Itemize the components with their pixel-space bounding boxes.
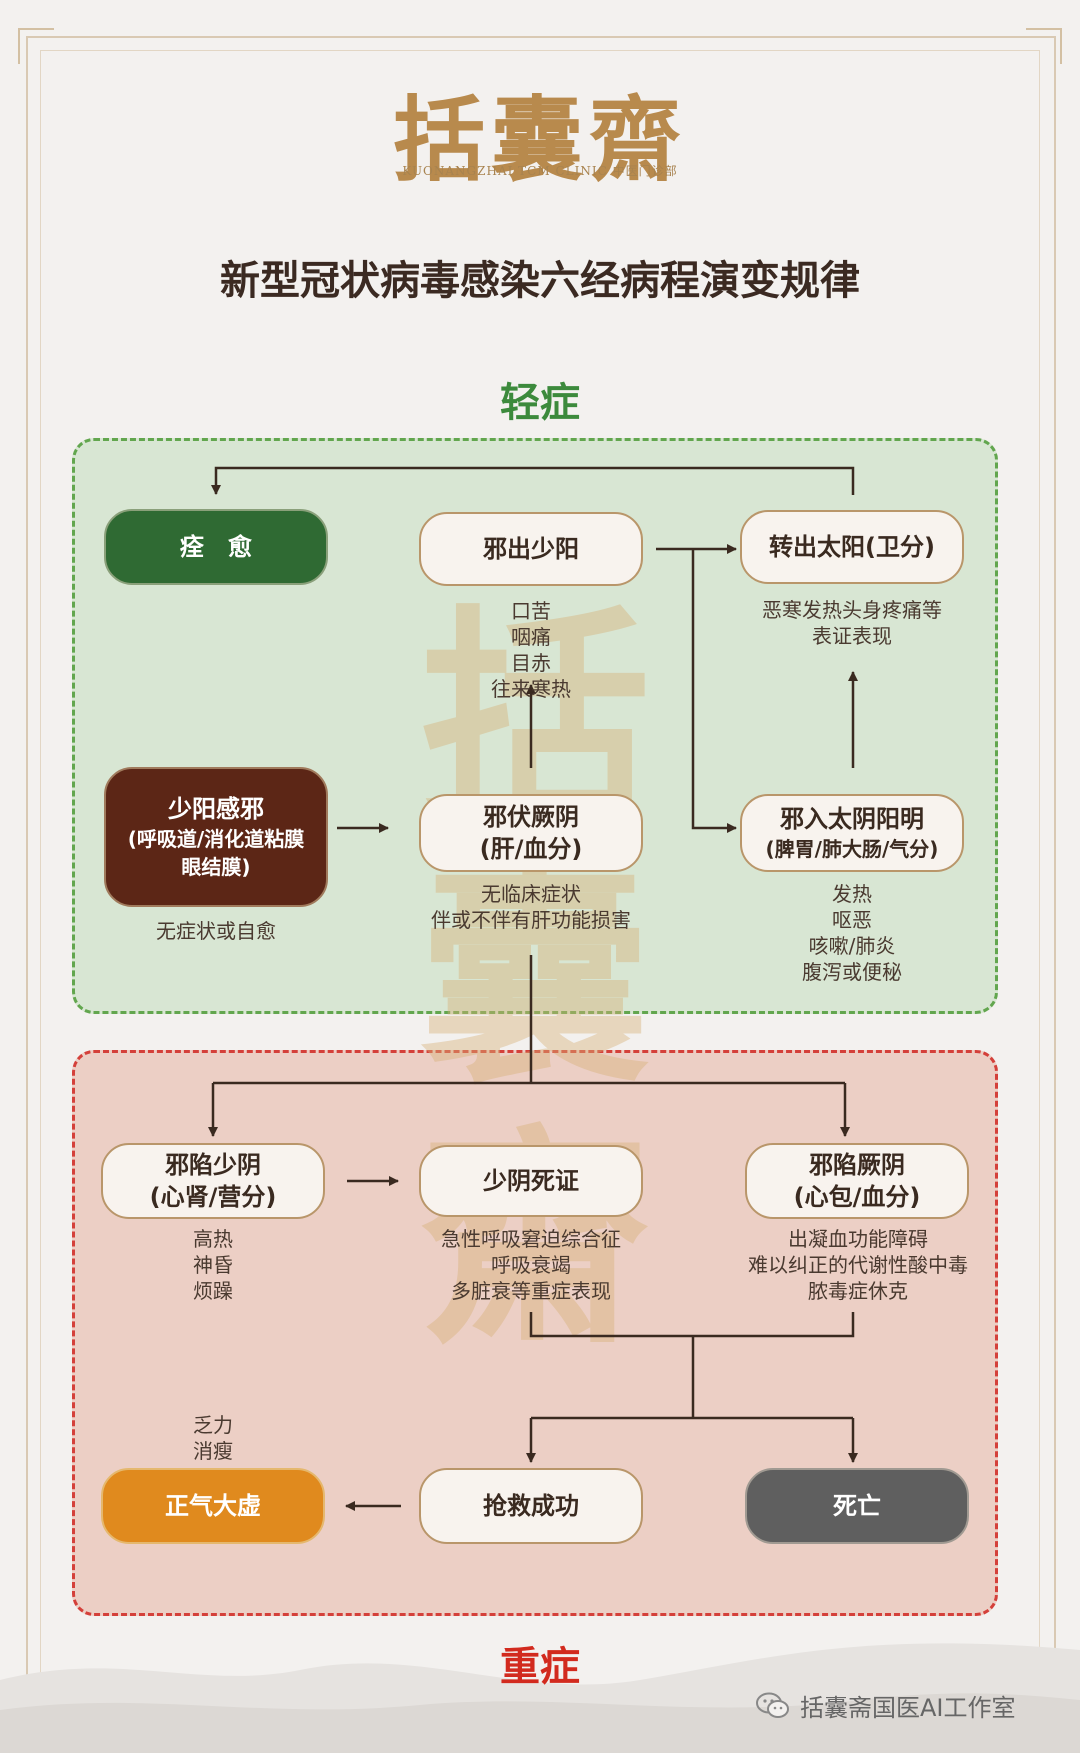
arrow-deathsign-merge	[529, 1312, 855, 1338]
desc-line: 目赤	[511, 651, 551, 675]
node-shaoyang-out: 邪出少阳	[419, 512, 643, 586]
desc-line: 呼吸衰竭	[491, 1253, 571, 1277]
desc-taiyin-yangming: 发热 呕恶 咳嗽/肺炎 腹泻或便秘	[762, 881, 942, 985]
node-jueyin-trap: 邪陷厥阴 (心包/血分)	[745, 1143, 969, 1219]
node-shaoyin-death-sign: 少阴死证	[419, 1145, 643, 1217]
node-jueyin-latent-line1: 邪伏厥阴	[483, 803, 579, 831]
desc-line: 乏力	[193, 1413, 233, 1437]
desc-line: 呕恶	[832, 908, 872, 932]
desc-line: 往来寒热	[491, 677, 571, 701]
node-death: 死亡	[745, 1468, 969, 1544]
node-taiyang-out: 转出太阳(卫分)	[740, 510, 964, 584]
desc-line: 无症状或自愈	[156, 919, 276, 943]
desc-line: 难以纠正的代谢性酸中毒	[748, 1253, 968, 1277]
node-taiyin-yangming-line1: 邪入太阴阳明	[780, 805, 924, 833]
desc-line: 脓毒症休克	[808, 1279, 908, 1303]
node-shaoyang-infection-line3: 眼结膜)	[181, 855, 251, 879]
desc-line: 多脏衰等重症表现	[451, 1279, 611, 1303]
node-shaoyin-death-sign-label: 少阴死证	[483, 1167, 579, 1195]
frame-corner-top-left	[18, 28, 54, 64]
node-shaoyang-infection-line2: (呼吸道/消化道粘膜	[127, 827, 305, 851]
desc-line: 咳嗽/肺炎	[808, 934, 896, 958]
frame-corner-top-right	[1026, 28, 1062, 64]
desc-shaoyin-death-sign: 急性呼吸窘迫综合征 呼吸衰竭 多脏衰等重症表现	[411, 1226, 651, 1304]
node-death-label: 死亡	[833, 1492, 881, 1520]
node-shaoyang-infection-line1: 少阳感邪	[168, 795, 264, 823]
node-shaoyin-trap: 邪陷少阴 (心肾/营分)	[101, 1143, 325, 1219]
desc-jueyin-trap: 出凝血功能障碍 难以纠正的代谢性酸中毒 脓毒症休克	[723, 1226, 993, 1304]
node-qi-deficiency: 正气大虚	[101, 1468, 325, 1544]
desc-shaoyang-infection: 无症状或自愈	[116, 918, 316, 944]
desc-line: 无临床症状	[481, 882, 581, 906]
desc-line: 神昏	[193, 1253, 233, 1277]
desc-line: 口苦	[511, 599, 551, 623]
desc-line: 伴或不伴有肝功能损害	[431, 908, 631, 932]
node-jueyin-latent-line2: (肝/血分)	[479, 835, 583, 863]
node-shaoyin-trap-line1: 邪陷少阴	[165, 1151, 261, 1179]
desc-line: 腹泻或便秘	[802, 960, 902, 984]
footer-account: 括囊斋国医AI工作室	[756, 1688, 1016, 1723]
desc-line: 恶寒发热头身疼痛等	[762, 598, 942, 622]
node-jueyin-latent: 邪伏厥阴 (肝/血分)	[419, 794, 643, 872]
desc-jueyin-latent: 无临床症状 伴或不伴有肝功能损害	[406, 881, 656, 933]
wechat-icon	[756, 1692, 790, 1720]
section-label-mild: 轻症	[500, 380, 580, 426]
node-jueyin-trap-line1: 邪陷厥阴	[809, 1151, 905, 1179]
desc-shaoyang-out: 口苦 咽痛 目赤 往来寒热	[441, 598, 621, 702]
node-shaoyin-trap-line2: (心肾/营分)	[149, 1183, 277, 1211]
mountain-decoration	[0, 1643, 1080, 1753]
section-label-severe: 重症	[500, 1644, 580, 1690]
node-shaoyang-infection: 少阳感邪 (呼吸道/消化道粘膜 眼结膜)	[104, 767, 328, 907]
desc-line: 消瘦	[193, 1439, 233, 1463]
node-taiyang-out-label: 转出太阳(卫分)	[769, 533, 935, 561]
desc-line: 急性呼吸窘迫综合征	[441, 1227, 621, 1251]
arrow-taiyang-to-recovery	[211, 466, 855, 495]
desc-line: 咽痛	[511, 625, 551, 649]
desc-line: 烦躁	[193, 1279, 233, 1303]
node-recovery: 痊 愈	[104, 509, 328, 585]
desc-taiyang-out: 恶寒发热头身疼痛等 表证表现	[732, 597, 972, 649]
brand-subtitle: KUONANGZHAI TCM CLINIC 中医门诊部	[402, 164, 678, 178]
node-taiyin-yangming-line2: (脾胃/肺大肠/气分)	[765, 837, 939, 861]
node-rescue-success-label: 抢救成功	[483, 1492, 579, 1520]
desc-line: 发热	[832, 882, 872, 906]
desc-line: 表证表现	[812, 624, 892, 648]
arrow-branch-to-taiyin	[691, 549, 737, 833]
node-qi-deficiency-label: 正气大虚	[165, 1492, 261, 1520]
desc-qi-deficiency: 乏力 消瘦	[143, 1412, 283, 1464]
footer-account-name: 括囊斋国医AI工作室	[800, 1694, 1016, 1722]
brand-logo: 括囊齋	[392, 86, 687, 194]
node-taiyin-yangming: 邪入太阴阳明 (脾胃/肺大肠/气分)	[740, 794, 964, 872]
node-jueyin-trap-line2: (心包/血分)	[793, 1183, 921, 1211]
desc-line: 高热	[193, 1227, 233, 1251]
node-recovery-label: 痊 愈	[180, 533, 252, 561]
desc-shaoyin-trap: 高热 神昏 烦躁	[143, 1226, 283, 1304]
desc-line: 出凝血功能障碍	[788, 1227, 928, 1251]
page-title: 新型冠状病毒感染六经病程演变规律	[220, 258, 860, 304]
node-rescue-success: 抢救成功	[419, 1468, 643, 1544]
node-shaoyang-out-label: 邪出少阳	[483, 535, 579, 563]
